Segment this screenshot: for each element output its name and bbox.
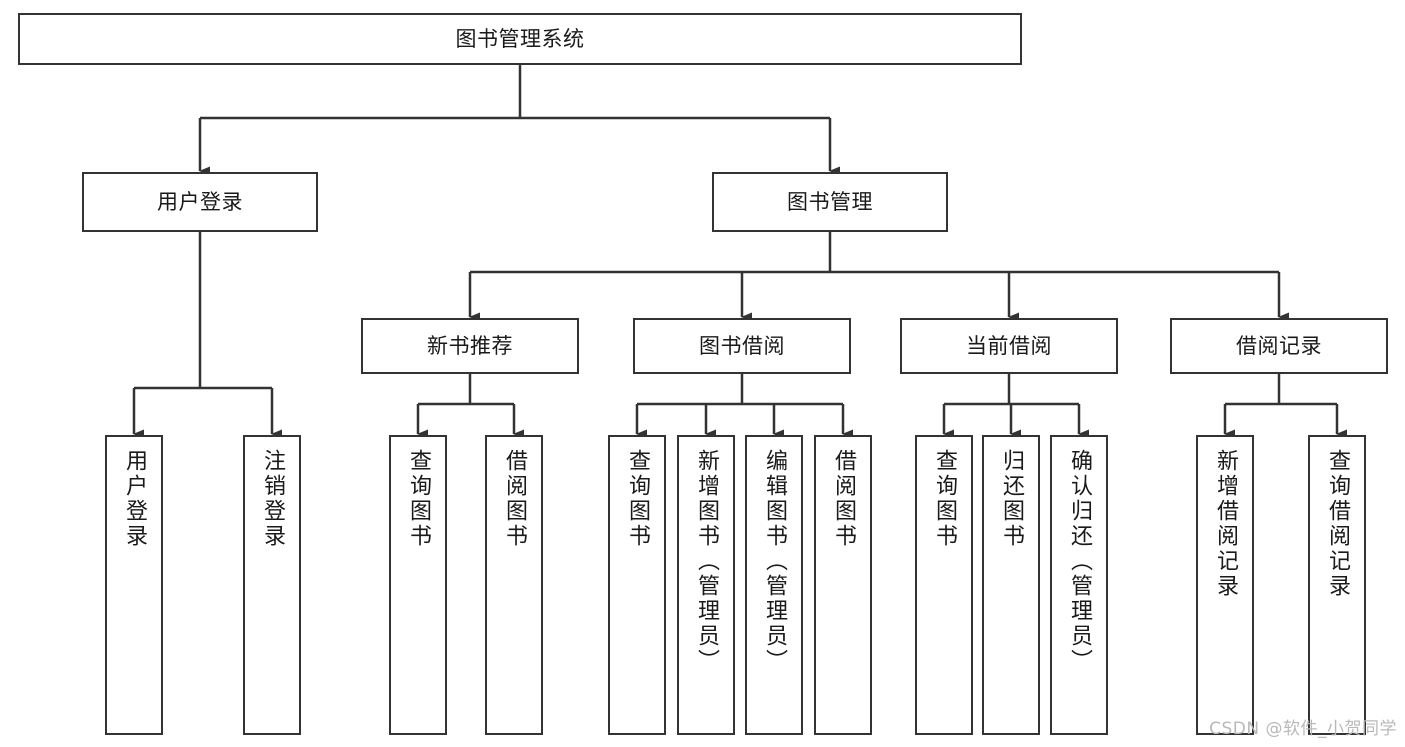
node-label-newbook: 新书推荐 xyxy=(427,333,513,358)
node-label-leaf-cur-2: 归还图书 xyxy=(999,449,1024,549)
node-leaf-cur-2[interactable]: 归还图书 xyxy=(982,435,1040,735)
node-leaf-login-2[interactable]: 注销登录 xyxy=(243,435,301,735)
node-label-leaf-cur-1: 查询图书 xyxy=(932,449,957,549)
node-leaf-login-1[interactable]: 用户登录 xyxy=(105,435,163,735)
node-leaf-borrow-1[interactable]: 查询图书 xyxy=(608,435,666,735)
node-label-leaf-new-1: 查询图书 xyxy=(406,449,431,549)
node-leaf-rec-1[interactable]: 新增借阅记录 xyxy=(1196,435,1254,735)
node-leaf-borrow-2[interactable]: 新增图书（管理员） xyxy=(677,435,735,735)
node-leaf-borrow-4[interactable]: 借阅图书 xyxy=(814,435,872,735)
node-label-leaf-login-2: 注销登录 xyxy=(260,449,285,549)
node-label-leaf-new-2: 借阅图书 xyxy=(502,449,527,549)
node-label-bookmgmt: 图书管理 xyxy=(787,189,873,214)
node-label-records: 借阅记录 xyxy=(1236,333,1322,358)
node-label-borrow: 图书借阅 xyxy=(699,333,785,358)
node-borrow[interactable]: 图书借阅 xyxy=(633,318,851,374)
edges-group xyxy=(132,65,1347,439)
node-login[interactable]: 用户登录 xyxy=(82,172,318,232)
node-label-leaf-cur-3: 确认归还（管理员） xyxy=(1067,449,1092,674)
node-newbook[interactable]: 新书推荐 xyxy=(361,318,579,374)
node-leaf-cur-3[interactable]: 确认归还（管理员） xyxy=(1050,435,1108,735)
node-label-root: 图书管理系统 xyxy=(455,26,585,51)
watermark-text: CSDN @软件_小贺同学 xyxy=(1209,719,1397,739)
node-leaf-borrow-3[interactable]: 编辑图书（管理员） xyxy=(745,435,803,735)
node-label-leaf-login-1: 用户登录 xyxy=(122,449,147,549)
node-root[interactable]: 图书管理系统 xyxy=(18,13,1022,65)
node-leaf-cur-1[interactable]: 查询图书 xyxy=(915,435,973,735)
node-label-leaf-borrow-1: 查询图书 xyxy=(625,449,650,549)
node-leaf-rec-2[interactable]: 查询借阅记录 xyxy=(1308,435,1366,735)
node-label-login: 用户登录 xyxy=(157,189,243,214)
node-leaf-new-1[interactable]: 查询图书 xyxy=(389,435,447,735)
node-bookmgmt[interactable]: 图书管理 xyxy=(712,172,948,232)
node-label-leaf-borrow-4: 借阅图书 xyxy=(831,449,856,549)
node-label-leaf-borrow-3: 编辑图书（管理员） xyxy=(762,449,787,674)
node-label-leaf-rec-2: 查询借阅记录 xyxy=(1325,449,1350,599)
node-current[interactable]: 当前借阅 xyxy=(900,318,1118,374)
node-label-leaf-rec-1: 新增借阅记录 xyxy=(1213,449,1238,599)
node-label-leaf-borrow-2: 新增图书（管理员） xyxy=(694,449,719,674)
node-label-current: 当前借阅 xyxy=(966,333,1052,358)
node-leaf-new-2[interactable]: 借阅图书 xyxy=(485,435,543,735)
node-records[interactable]: 借阅记录 xyxy=(1170,318,1388,374)
